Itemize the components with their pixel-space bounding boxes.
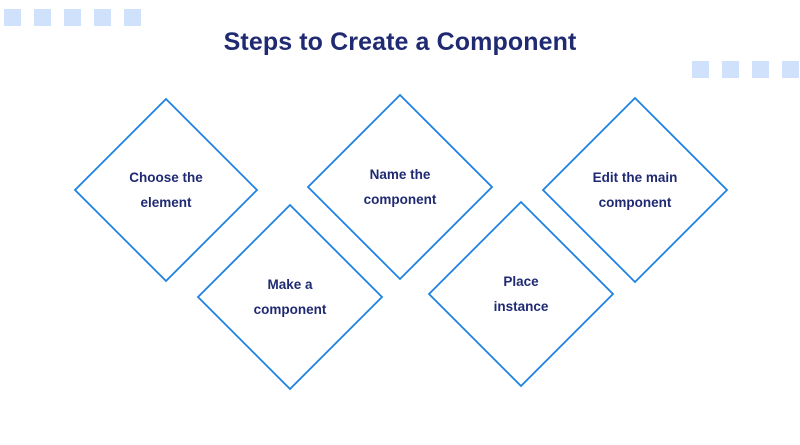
dot-icon xyxy=(752,61,769,78)
dot-icon xyxy=(692,61,709,78)
step-label-4: Place instance xyxy=(493,274,549,314)
decorative-dots-top-right xyxy=(692,61,800,78)
page-title: Steps to Create a Component xyxy=(223,28,577,56)
dot-icon xyxy=(722,61,739,78)
dot-icon xyxy=(124,9,141,26)
dot-icon xyxy=(64,9,81,26)
step-label-2: Make a component xyxy=(253,277,327,317)
dot-icon xyxy=(34,9,51,26)
step-diamond-2[interactable] xyxy=(196,203,384,391)
dot-icon xyxy=(4,9,21,26)
step-diamond-1[interactable] xyxy=(73,97,259,283)
dot-icon xyxy=(94,9,111,26)
step-label-5: Edit the main component xyxy=(592,170,678,210)
step-diamond-3[interactable] xyxy=(306,93,494,281)
step-label-3: Name the component xyxy=(363,167,437,207)
dot-icon xyxy=(782,61,799,78)
step-diamond-4[interactable] xyxy=(427,200,615,388)
step-diamond-5[interactable] xyxy=(541,96,729,284)
decorative-dots-top-left xyxy=(4,9,141,26)
step-label-1: Choose the element xyxy=(129,170,203,210)
